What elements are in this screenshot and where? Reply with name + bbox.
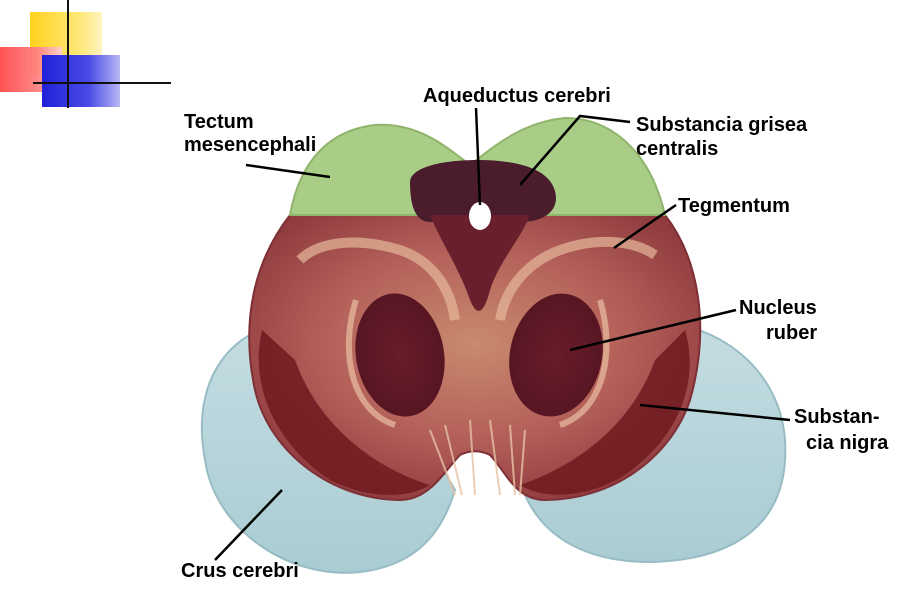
leader-nucleus-ruber bbox=[569, 308, 737, 352]
substantia-nigra-right bbox=[520, 330, 690, 495]
midline-striations bbox=[429, 419, 526, 496]
label-substancia-grisea-line2: centralis bbox=[636, 138, 719, 160]
leader-substancia-grisea bbox=[519, 114, 631, 186]
label-aqueductus-cerebri: Aqueductus cerebri bbox=[423, 85, 611, 107]
deco-square-blue bbox=[42, 55, 120, 107]
deco-line-horizontal bbox=[33, 82, 171, 84]
central-maroon-column bbox=[430, 215, 530, 311]
fiber-band-left bbox=[296, 237, 460, 321]
label-substantia-nigra-line2: cia nigra bbox=[806, 432, 889, 454]
tegmentum-region bbox=[248, 214, 702, 502]
aqueductus-cerebri-opening bbox=[469, 202, 491, 230]
substantia-nigra-left bbox=[258, 330, 430, 495]
label-crus-cerebri: Crus cerebri bbox=[181, 560, 299, 582]
label-tectum-line1: Tectum bbox=[184, 111, 254, 133]
leader-tegmentum bbox=[613, 203, 677, 250]
leader-aqueductus bbox=[474, 107, 482, 206]
leader-substantia-nigra bbox=[639, 403, 791, 422]
nucleus-ruber-left bbox=[355, 293, 445, 417]
leader-tectum bbox=[245, 163, 331, 179]
nucleus-ruber-right bbox=[509, 293, 603, 417]
leader-crus-cerebri bbox=[214, 489, 283, 561]
nucleus-ruber-right-halo bbox=[558, 299, 610, 428]
substancia-grisea-centralis-region bbox=[410, 160, 556, 222]
label-substancia-grisea-line1: Substancia grisea bbox=[636, 114, 808, 136]
label-nucleus-ruber-line2: ruber bbox=[766, 322, 818, 344]
deco-line-vertical bbox=[67, 0, 69, 108]
label-substantia-nigra-line1: Substan- bbox=[794, 406, 880, 428]
label-nucleus-ruber-line1: Nucleus bbox=[739, 297, 817, 319]
fiber-band-right bbox=[495, 236, 658, 321]
label-tectum-line2: mesencephali bbox=[184, 134, 317, 156]
nucleus-ruber-left-halo bbox=[345, 299, 397, 428]
label-tegmentum: Tegmentum bbox=[678, 195, 790, 217]
